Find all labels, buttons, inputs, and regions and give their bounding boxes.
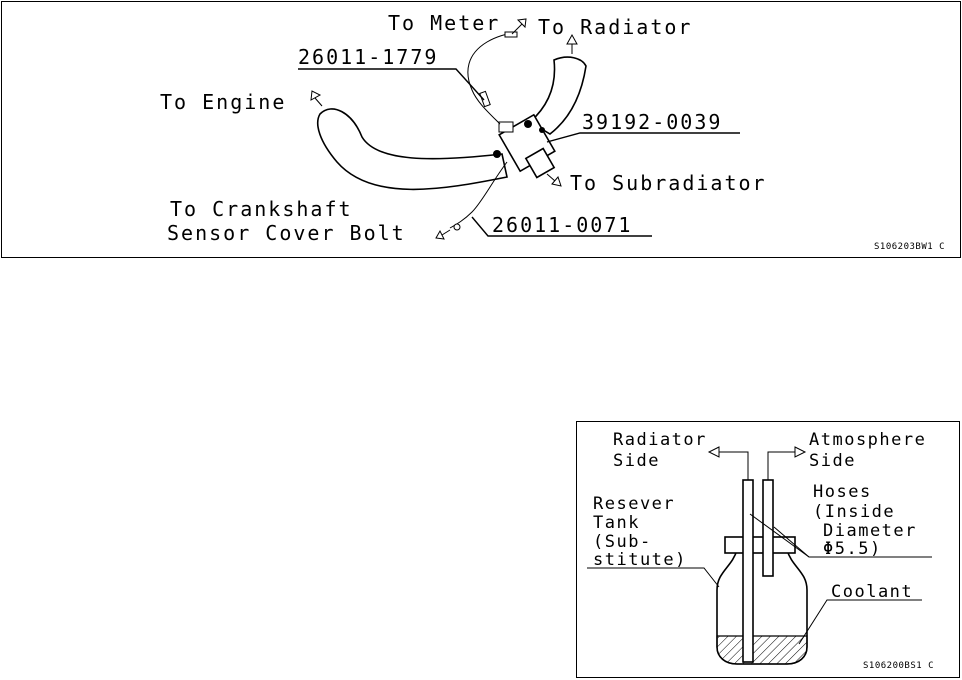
leader-line-coolant bbox=[798, 599, 922, 645]
label-tank: Tank bbox=[593, 513, 640, 533]
label-to-radiator: To Radiator bbox=[538, 15, 692, 39]
label-atmosphere: Atmosphere bbox=[809, 430, 926, 450]
radiator-hose bbox=[528, 56, 587, 135]
hose-clamp bbox=[539, 127, 545, 133]
arrow-to-engine-icon bbox=[310, 90, 323, 107]
leader-line bbox=[471, 216, 652, 237]
leader-line-hoses bbox=[749, 513, 810, 558]
part-number-39192-0039: 39192-0039 bbox=[582, 110, 722, 134]
arrow-to-meter-icon bbox=[511, 18, 527, 35]
label-to-subradiator: To Subradiator bbox=[570, 171, 767, 195]
label-radiator: Radiator bbox=[613, 430, 707, 450]
terminal bbox=[453, 223, 461, 231]
label-diameter: Diameter bbox=[823, 521, 917, 541]
reservoir-tank-diagram: Radiator Side Atmosphere Side Hoses (Ins… bbox=[576, 421, 960, 678]
hose-clamp bbox=[493, 150, 501, 158]
arrow-atmosphere-side-icon bbox=[794, 446, 807, 458]
label-sensor-cover-bolt: Sensor Cover Bolt bbox=[167, 221, 406, 245]
subradiator-outlet bbox=[524, 147, 556, 179]
leader-line bbox=[298, 68, 485, 101]
figure-code: S106203BW1 C bbox=[874, 242, 945, 252]
reservoir-illustration: Radiator Side Atmosphere Side Hoses (Ins… bbox=[587, 430, 934, 671]
sensor-body bbox=[498, 121, 514, 133]
meter-lead-wire bbox=[467, 31, 517, 125]
label-sub: (Sub- bbox=[593, 532, 652, 552]
coolant-fill bbox=[716, 635, 808, 665]
label-to-crankshaft: To Crankshaft bbox=[170, 197, 353, 221]
connector bbox=[504, 31, 518, 38]
connector bbox=[479, 90, 491, 108]
label-atmosphere-side: Side bbox=[809, 451, 856, 471]
atmosphere-side-line bbox=[767, 451, 797, 480]
engine-hose bbox=[316, 108, 508, 191]
label-resever: Resever bbox=[593, 494, 675, 514]
leader-line bbox=[546, 132, 740, 143]
label-to-engine: To Engine bbox=[160, 90, 286, 114]
cooling-hose-routing-diagram: To Meter To Radiator 26011-1779 To Engin… bbox=[1, 1, 961, 258]
label-coolant: Coolant bbox=[831, 582, 913, 602]
label-radiator-side: Side bbox=[613, 451, 660, 471]
routing-illustration: To Meter To Radiator 26011-1779 To Engin… bbox=[160, 11, 945, 252]
part-number-26011-0071: 26011-0071 bbox=[492, 213, 632, 237]
radiator-side-hose bbox=[742, 479, 754, 663]
label-inside: (Inside bbox=[813, 502, 895, 522]
figure-code: S106200BS1 C bbox=[863, 661, 934, 671]
label-stitute: stitute) bbox=[593, 550, 687, 570]
atmosphere-side-hose bbox=[762, 479, 774, 577]
label-hose-diameter-value: Φ5.5) bbox=[823, 539, 882, 559]
label-hoses: Hoses bbox=[813, 482, 872, 502]
radiator-side-line bbox=[717, 451, 749, 480]
arrow-radiator-side-icon bbox=[707, 446, 720, 458]
arrow-to-subradiator-icon bbox=[546, 173, 562, 187]
label-to-meter: To Meter bbox=[388, 11, 500, 35]
arrow-to-crankshaft-icon bbox=[435, 229, 451, 240]
leader-line-tank bbox=[587, 567, 720, 588]
hose-clamp bbox=[524, 120, 532, 128]
arrow-to-radiator-icon bbox=[566, 33, 578, 54]
part-number-26011-1779: 26011-1779 bbox=[298, 45, 438, 69]
